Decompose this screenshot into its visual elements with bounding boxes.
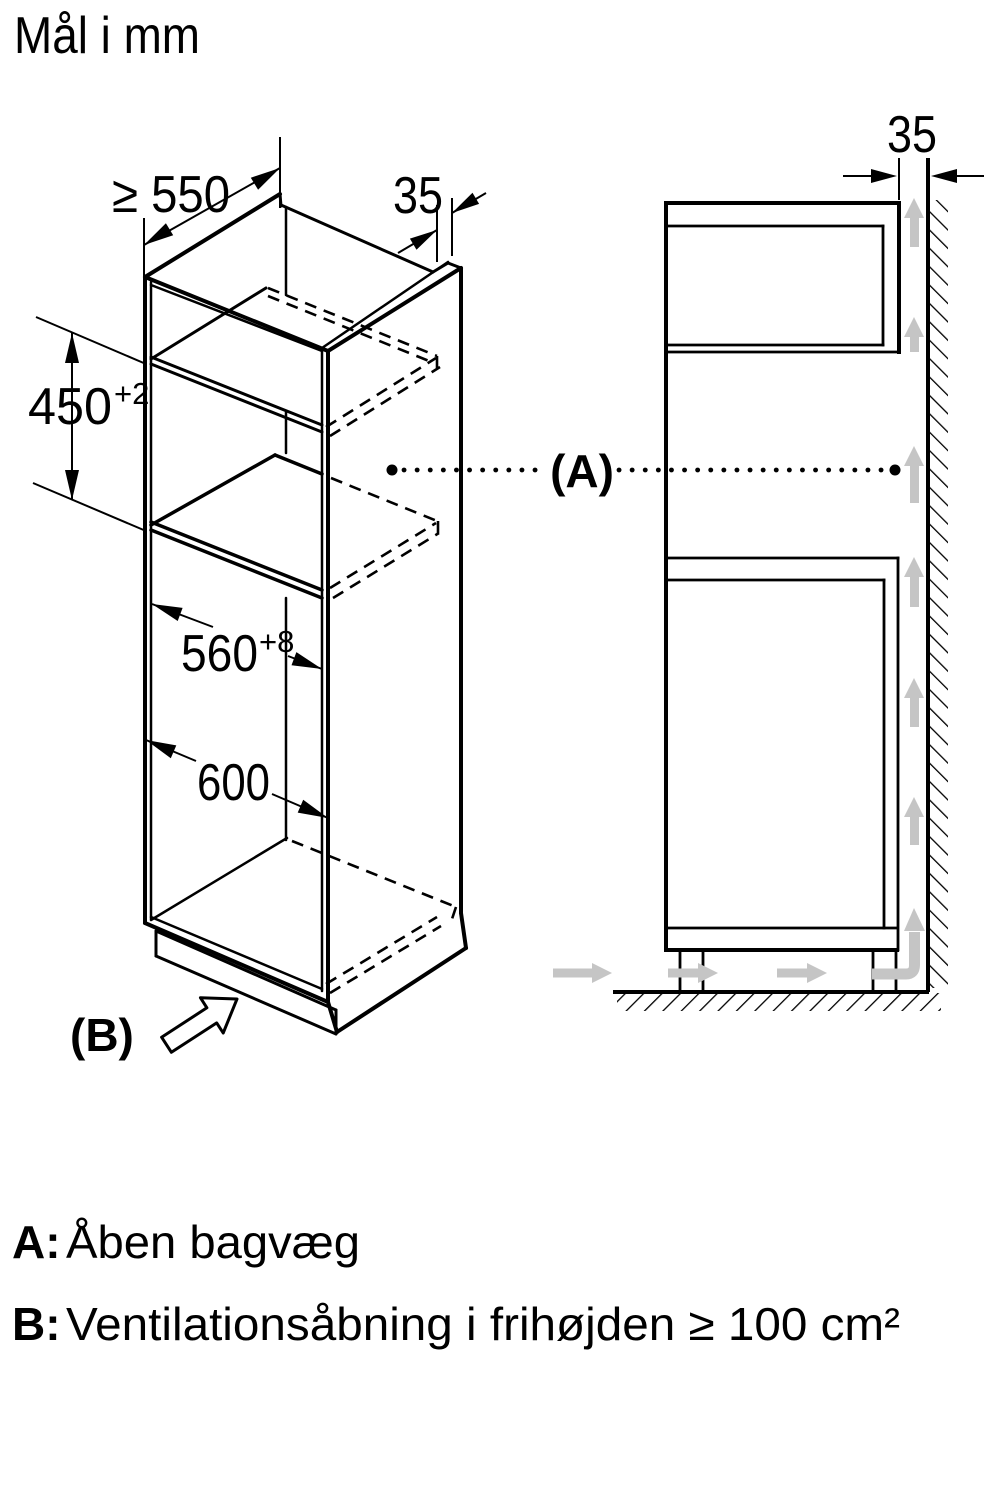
open-back-marker-a: (A): [386, 445, 901, 497]
legend-a-text: Åben bagvæg: [66, 1216, 360, 1268]
upper-shelf: [149, 286, 324, 434]
airflow-up-arrow-icon: [904, 678, 924, 727]
arrowhead-icon: [65, 333, 79, 363]
dimension-label-depth: ≥ 550: [112, 166, 230, 224]
dotted-line-end-dot: [889, 464, 901, 476]
dimension-label-niche-height: 450: [28, 378, 112, 436]
airflow-right-arrow-icon: [668, 963, 718, 983]
label-b: (B): [70, 1009, 134, 1061]
appliance-shelf: [149, 453, 324, 600]
arrowhead-icon: [452, 192, 480, 213]
legend-b-text: Ventilationsåbning i frihøjden ≥ 100 cm²: [66, 1298, 900, 1350]
dimension-label-cabinet-width: 600: [197, 754, 270, 812]
cabinet-bottom-hidden-edges: [291, 839, 458, 995]
arrowhead-icon: [144, 223, 174, 245]
dimension-tolerance-niche-width: +8: [259, 624, 294, 659]
dimension-depth-550: ≥ 550: [112, 137, 281, 290]
page-title: Mål i mm: [14, 7, 200, 65]
arrowhead-icon: [409, 230, 437, 250]
dimension-niche-width-560: 560 +8: [151, 603, 323, 683]
dimension-label-wall-gap: 35: [887, 106, 937, 164]
arrowhead-icon: [871, 169, 897, 183]
arrowhead-icon: [931, 169, 957, 183]
airflow-right-arrow-icon: [553, 963, 612, 983]
legend: A: Åben bagvæg B: Ventilationsåbning i f…: [12, 1216, 900, 1350]
cabinet-outline: [143, 192, 463, 1004]
dimension-back-gap-35: 35: [393, 167, 487, 262]
cabinet-bottom: [149, 836, 324, 991]
airflow-right-arrow-icon: [777, 963, 827, 983]
dotted-line-end-dot: [386, 464, 398, 476]
legend-a-prefix: A:: [12, 1216, 61, 1268]
arrowhead-icon: [152, 604, 183, 621]
airflow-up-arrow-icon: [904, 317, 924, 352]
airflow-curved-arrow-icon: [872, 932, 920, 980]
ventilation-marker-b: (B): [70, 996, 239, 1061]
arrowhead-icon: [250, 168, 280, 190]
cabinet-side-view: 35 (A): [386, 106, 984, 1011]
upper-shelf-hidden-edges: [267, 286, 441, 438]
dimension-wall-gap-35: 35: [843, 106, 984, 200]
dimension-tolerance-niche-height: +2: [114, 376, 149, 411]
cabinet-isometric-view: ≥ 550 35 450 +2: [28, 137, 487, 1061]
airflow-up-arrow-icon: [904, 797, 924, 845]
dimension-label-niche-width: 560: [181, 625, 258, 683]
dimension-label-back-gap: 35: [393, 167, 443, 225]
ventilation-arrow-icon: [160, 996, 239, 1054]
appliance-shelf-hidden-edges: [329, 476, 440, 600]
arrowhead-icon: [65, 470, 79, 500]
airflow-up-arrow-icon: [904, 198, 924, 247]
wall-hatching: [929, 200, 948, 988]
airflow-curved-arrow-head-icon: [904, 908, 925, 931]
legend-b-prefix: B:: [12, 1298, 61, 1350]
arrowhead-icon: [297, 799, 328, 818]
airflow-up-arrow-icon: [904, 557, 924, 607]
airflow-arrows: [553, 198, 925, 983]
floor-hatching: [617, 993, 941, 1011]
airflow-up-arrow-icon: [904, 446, 924, 503]
plinth-base: [154, 911, 468, 1036]
arrowhead-icon: [146, 740, 177, 759]
dimension-niche-height-450: 450 +2: [28, 316, 149, 532]
label-a: (A): [550, 445, 614, 497]
dimension-cabinet-width-600: 600: [145, 739, 329, 819]
side-cabinet-outline: [664, 201, 901, 952]
panel-inner-edges: [149, 205, 450, 993]
arrowhead-icon: [291, 652, 322, 669]
